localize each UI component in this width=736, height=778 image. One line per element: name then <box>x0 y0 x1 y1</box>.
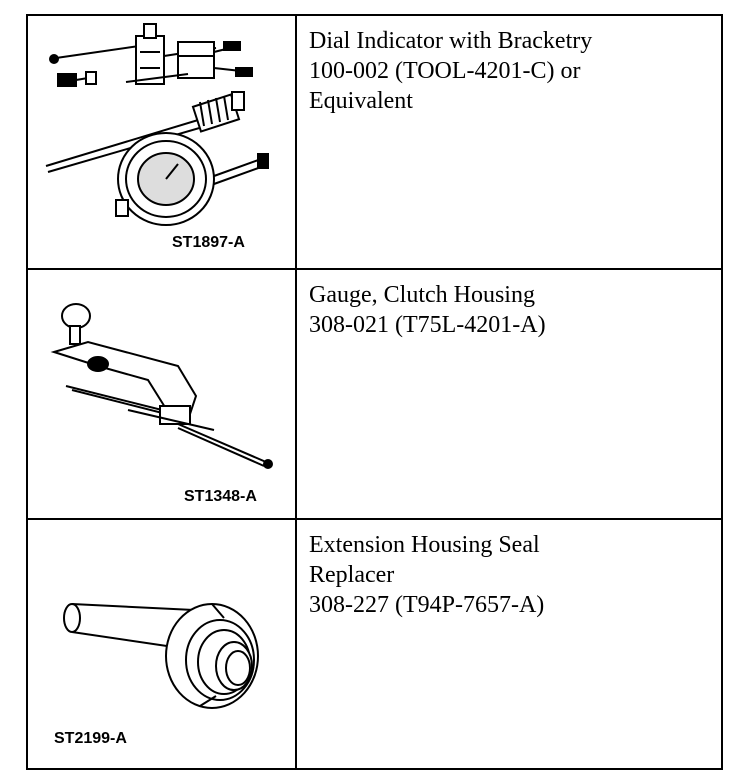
tool-image-code: ST1897-A <box>172 234 245 251</box>
tool-row: ST2199-A Extension Housing Seal Replacer… <box>28 520 721 768</box>
tool-description-cell: Extension Housing Seal Replacer 308-227 … <box>297 520 721 768</box>
tool-description-line: Replacer <box>309 562 395 588</box>
seal-replacer-illustration <box>63 603 259 709</box>
tool-description-cell: Dial Indicator with Bracketry 100-002 (T… <box>297 16 721 268</box>
dial-indicator-with-bracketry-illustration <box>45 23 269 226</box>
tool-description-line: 308-021 (T75L-4201-A) <box>309 312 546 338</box>
tool-description-line: Gauge, Clutch Housing <box>309 282 535 308</box>
tool-image-code: ST2199-A <box>54 730 127 747</box>
tool-row: ST1348-A Gauge, Clutch Housing 308-021 (… <box>28 270 721 520</box>
tool-image-cell: ST2199-A <box>28 520 297 768</box>
tool-row: ST1897-A Dial Indicator with Bracketry 1… <box>28 16 721 270</box>
tool-image-cell: ST1348-A <box>28 270 297 518</box>
tool-image-code: ST1348-A <box>184 488 257 505</box>
tool-description-line: Dial Indicator with Bracketry <box>309 28 593 54</box>
tool-description-line: Extension Housing Seal <box>309 532 540 558</box>
tool-description-line: 100-002 (TOOL-4201-C) or <box>309 58 581 84</box>
tool-description-cell: Gauge, Clutch Housing 308-021 (T75L-4201… <box>297 270 721 518</box>
clutch-housing-gauge-illustration <box>50 303 273 469</box>
tool-description-line: 308-227 (T94P-7657-A) <box>309 592 545 618</box>
tool-image-cell: ST1897-A <box>28 16 297 268</box>
tool-description-line: Equivalent <box>309 88 413 114</box>
special-tools-table: ST1897-A Dial Indicator with Bracketry 1… <box>26 14 723 770</box>
